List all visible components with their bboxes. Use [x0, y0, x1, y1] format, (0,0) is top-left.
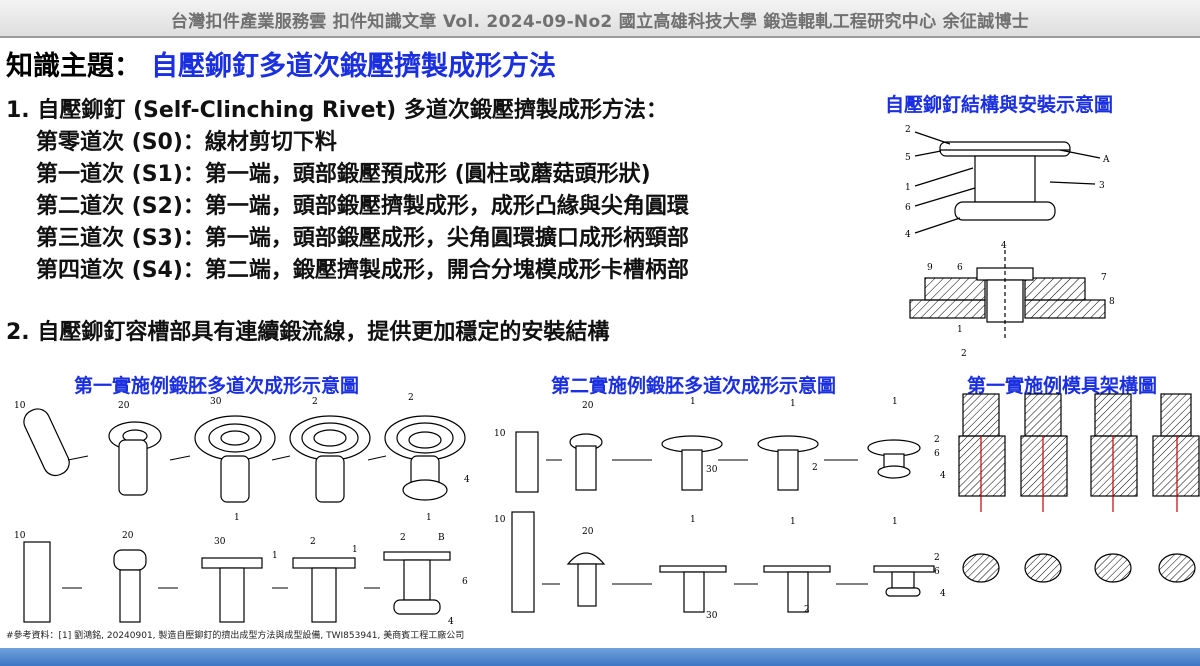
label-8: 8 [1109, 297, 1115, 307]
footer-bar [0, 648, 1200, 666]
label-4: 4 [448, 617, 454, 627]
item-1-heading: 1. 自壓鉚釘 (Self-Clinching Rivet) 多道次鍛壓擠製成形… [6, 98, 668, 123]
label-2: 2 [408, 393, 414, 403]
label-2: 2 [310, 537, 316, 547]
step-s0: 第零道次 (S0)：線材剪切下料 [36, 130, 337, 155]
second-example-bottom-figure: 10 20 1 1 1 30 2 2 6 4 [494, 511, 946, 621]
label-9: 9 [927, 263, 933, 273]
label-20: 20 [118, 401, 130, 411]
label-2: 2 [934, 435, 940, 445]
label-1: 1 [426, 513, 432, 523]
label-2: 2 [961, 349, 967, 359]
label-10: 10 [494, 515, 506, 525]
label-1: 1 [790, 399, 796, 409]
step-s3: 第三道次 (S3)：第一端，頭部鍛壓成形，尖角圓環擴口成形柄頸部 [36, 226, 689, 251]
label-6: 6 [462, 577, 468, 587]
label-2: 2 [400, 533, 406, 543]
label-20: 20 [582, 527, 594, 537]
first-example-iso-figure: 10 20 30 2 2 4 1 1 [14, 393, 470, 523]
label-10: 10 [494, 429, 506, 439]
label-3: 3 [1099, 181, 1105, 191]
step-s1: 第一道次 (S1)：第一端，頭部鍛壓預成形 (圓柱或蘑菇頭形狀) [36, 162, 651, 187]
label-30: 30 [214, 537, 226, 547]
label-5: 5 [905, 153, 911, 163]
reference-note: #參考資料：[1] 劉鴻銘, 20240901, 製造自壓鉚釘的擠出成型方法與成… [6, 631, 465, 641]
label-1: 1 [272, 551, 278, 561]
topic-label: 知識主題： [6, 51, 141, 82]
label-1: 1 [957, 325, 963, 335]
caption-second-example: 第二實施例鍛胚多道次成形示意圖 [551, 375, 837, 397]
label-2: 2 [905, 125, 911, 135]
step-s4: 第四道次 (S4)：第二端，鍛壓擠製成形，開合分塊模成形卡槽柄部 [36, 258, 689, 283]
label-20: 20 [122, 531, 134, 541]
label-30: 30 [706, 611, 718, 621]
label-6: 6 [934, 449, 940, 459]
header-text: 台灣扣件產業服務雲 扣件知識文章 Vol. 2024-09-No2 國立高雄科技… [170, 12, 1030, 32]
label-1: 1 [234, 513, 240, 523]
rivet-structure-figure: 2 5 1 6 4 A 3 [905, 125, 1110, 240]
label-30: 30 [706, 465, 718, 475]
topic-title: 自壓鉚釘多道次鍛壓擠製成形方法 [151, 51, 556, 82]
label-7: 7 [1101, 273, 1107, 283]
label-4: 4 [940, 589, 946, 599]
label-6: 6 [934, 567, 940, 577]
label-2: 2 [812, 463, 818, 473]
die-structure-figure [958, 393, 1200, 583]
header-bar: 台灣扣件產業服務雲 扣件知識文章 Vol. 2024-09-No2 國立高雄科技… [0, 0, 1200, 38]
label-4: 4 [1001, 241, 1007, 251]
label-10: 10 [14, 531, 26, 541]
label-2: 2 [804, 605, 810, 615]
label-b: B [438, 533, 445, 543]
caption-die-structure: 第一實施例模具架構圖 [967, 375, 1158, 397]
label-30: 30 [210, 397, 222, 407]
label-1: 1 [690, 397, 696, 407]
label-1: 1 [892, 517, 898, 527]
label-4: 4 [905, 230, 911, 240]
label-1: 1 [905, 183, 911, 193]
step-s2: 第二道次 (S2)：第一端，頭部鍛壓擠製成形，成形凸緣與尖角圓環 [36, 194, 689, 219]
label-2: 2 [934, 553, 940, 563]
label-4: 4 [940, 471, 946, 481]
label-1: 1 [790, 517, 796, 527]
label-a: A [1102, 155, 1110, 165]
caption-structure: 自壓鉚釘結構與安裝示意圖 [885, 94, 1114, 116]
label-4: 4 [464, 475, 470, 485]
topic-heading: 知識主題： 自壓鉚釘多道次鍛壓擠製成形方法 [6, 44, 556, 83]
label-6: 6 [957, 263, 963, 273]
rivet-installed-figure: 4 9 6 7 8 1 2 [909, 241, 1115, 359]
label-1: 1 [892, 397, 898, 407]
first-example-side-figure: 10 20 30 1 2 1 2 B 6 4 [14, 531, 468, 627]
label-2: 2 [312, 397, 318, 407]
label-1: 1 [690, 515, 696, 525]
label-10: 10 [14, 401, 26, 411]
second-example-top-figure: 10 20 1 1 1 30 2 2 6 4 [494, 397, 946, 493]
item-2-text: 2. 自壓鉚釘容槽部具有連續鍛流線，提供更加穩定的安裝結構 [6, 320, 610, 345]
label-1: 1 [352, 545, 358, 555]
label-6: 6 [905, 203, 911, 213]
caption-first-example: 第一實施例鍛胚多道次成形示意圖 [74, 375, 360, 397]
label-20: 20 [582, 401, 594, 411]
